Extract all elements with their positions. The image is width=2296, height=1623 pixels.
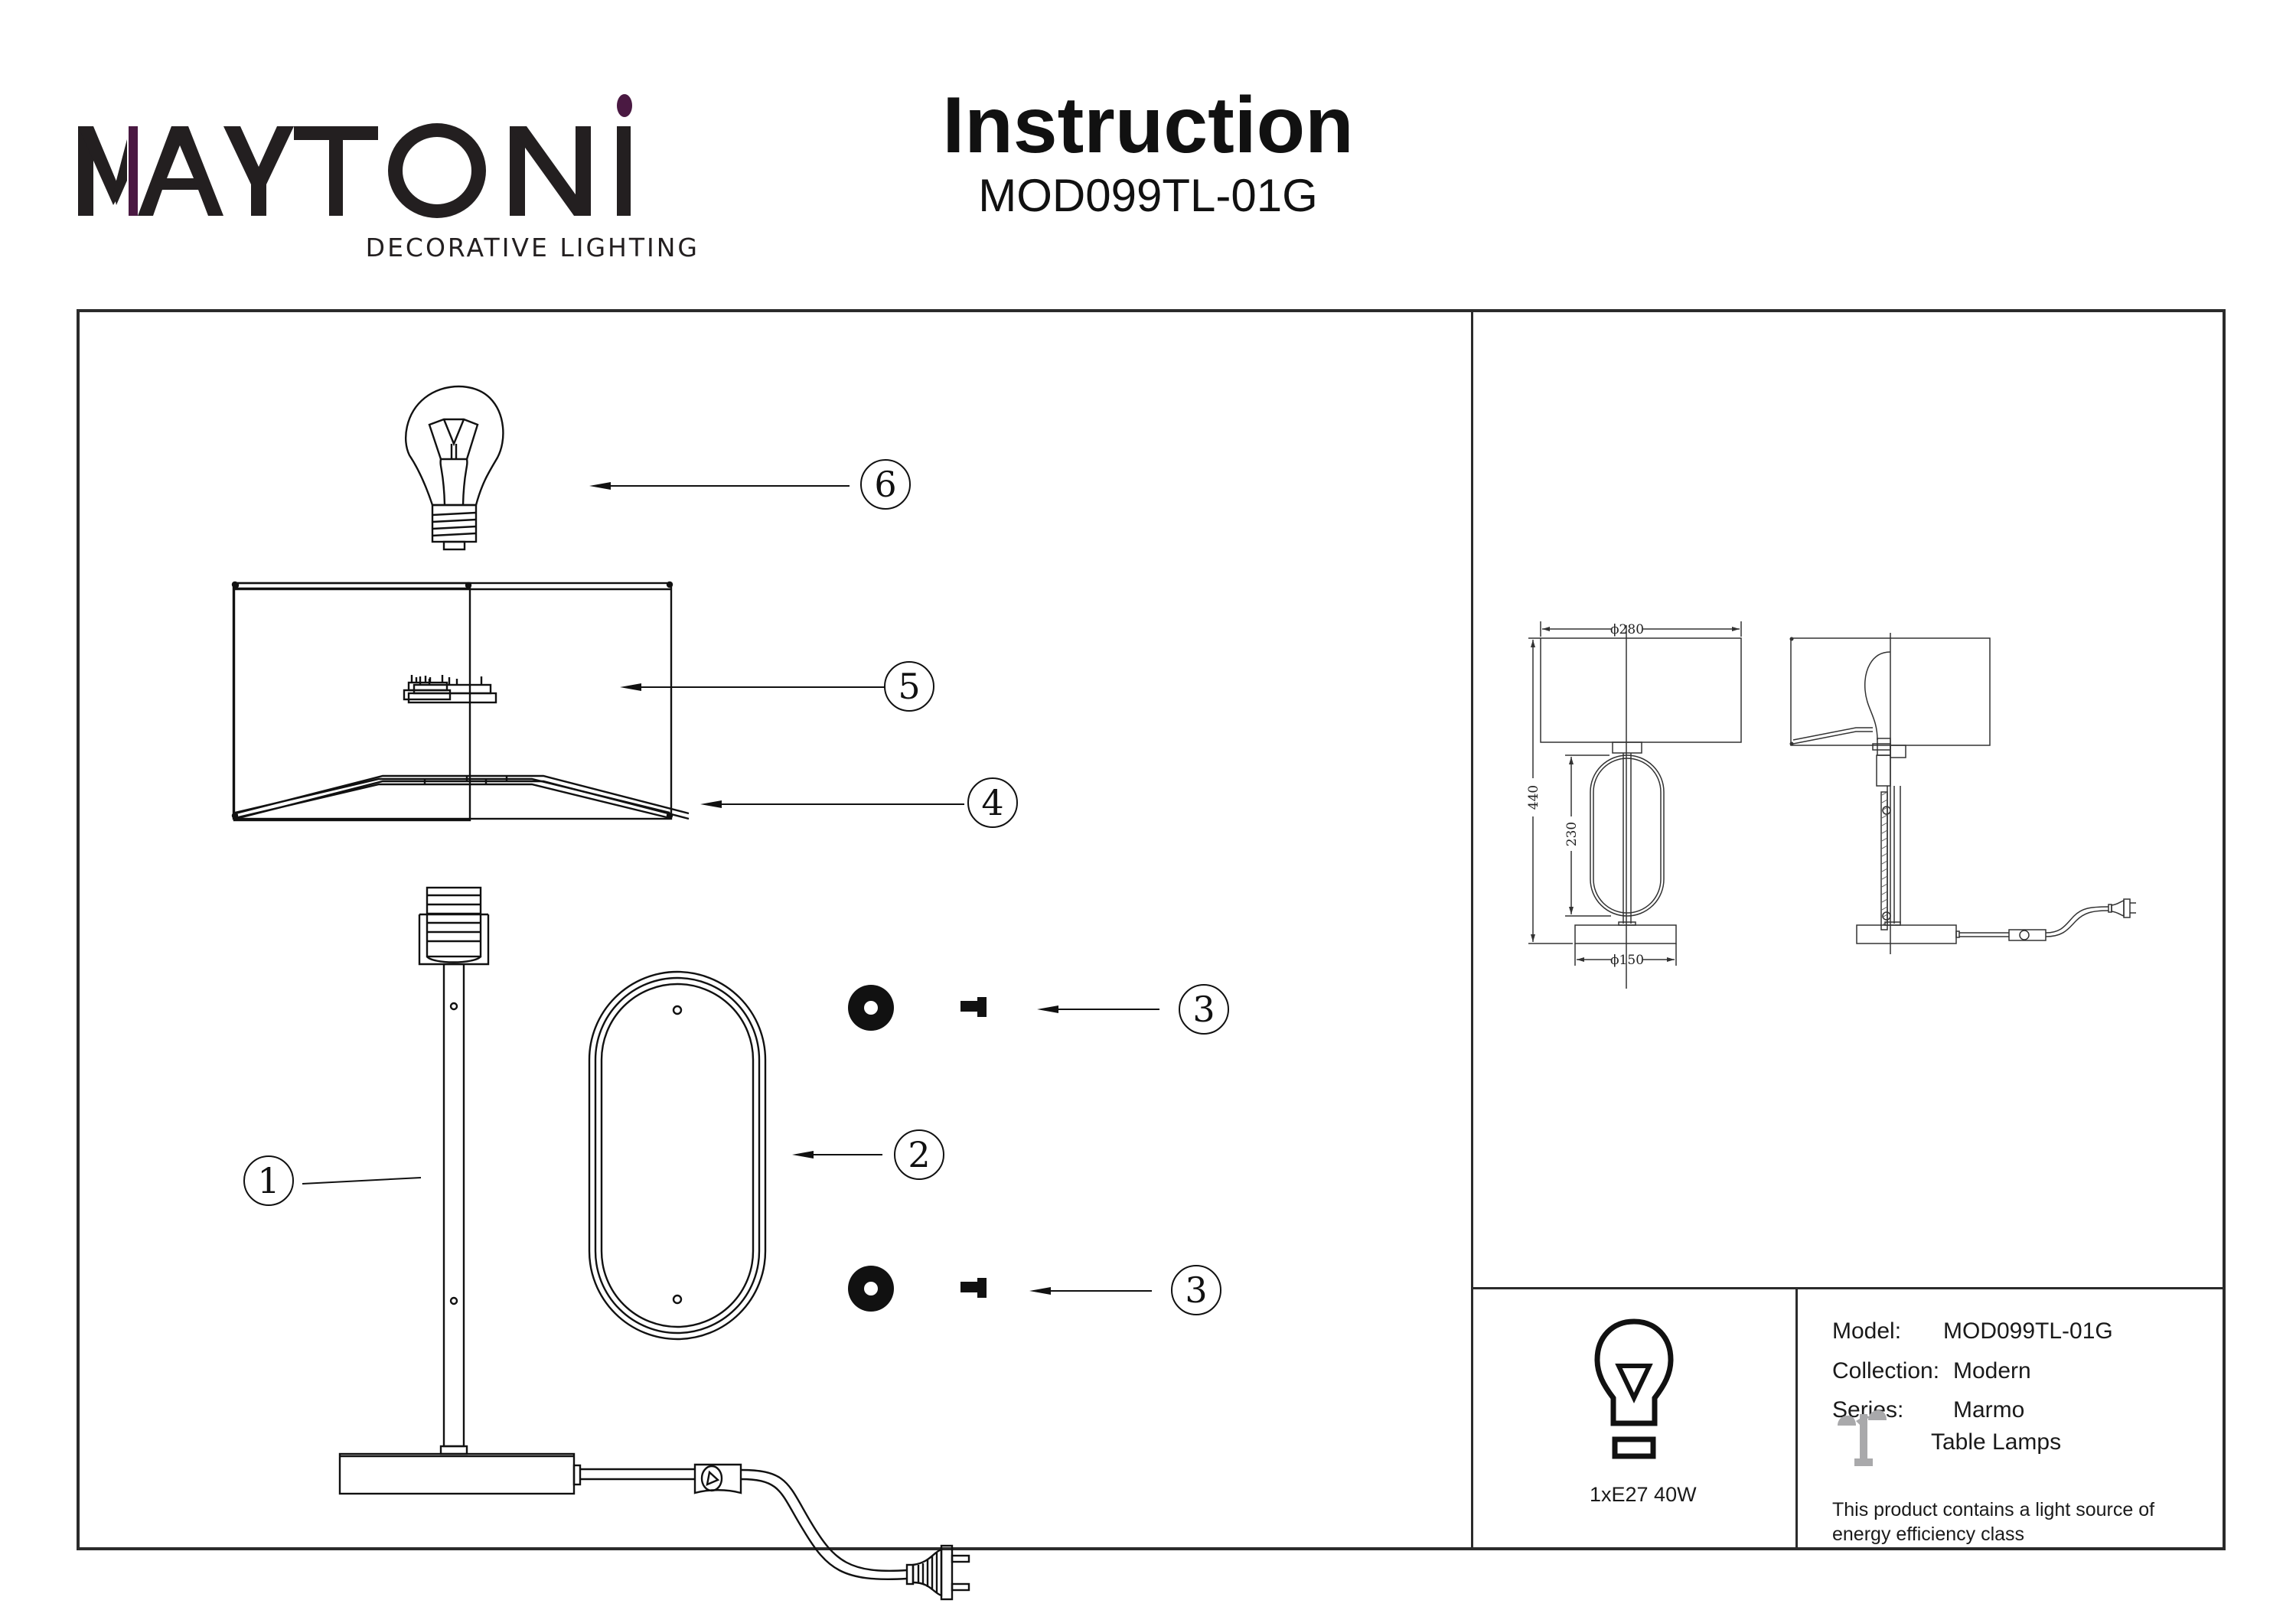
model-label: Model: <box>1832 1318 1902 1344</box>
dimension-drawing: ϕ280 ϕ150 440 230 <box>1526 621 2136 989</box>
collection-value: Modern <box>1953 1358 2031 1383</box>
washer-screw-top-icon <box>848 985 987 1031</box>
collection-label: Collection: <box>1832 1358 1940 1383</box>
model-value: MOD099TL-01G <box>1943 1318 2113 1344</box>
oval-frame-part-icon <box>588 970 767 1341</box>
brand-logo: DECORATIVE LIGHTING <box>73 90 709 266</box>
bulb-spec-text: 1xE27 40W <box>1590 1483 1697 1506</box>
bulb-spec-panel: 1xE27 40W <box>1473 1289 1795 1550</box>
callout-3-bottom: 3 <box>1171 1265 1221 1315</box>
callout-1: 1 <box>243 1155 294 1206</box>
category-value: Table Lamps <box>1931 1429 2062 1455</box>
lamp-body-part-icon <box>338 886 970 1601</box>
callout-4: 4 <box>967 777 1018 828</box>
leader-line-1-icon <box>302 1177 422 1185</box>
series-value: Marmo <box>1953 1397 2025 1423</box>
total-height-label: 440 <box>1526 785 1541 810</box>
arrow-4-icon <box>700 800 964 808</box>
arrow-5-icon <box>620 683 892 691</box>
instruction-frame <box>77 309 2226 1550</box>
callout-5: 5 <box>884 661 934 712</box>
base-diameter-label: ϕ150 <box>1610 953 1644 968</box>
energy-efficiency-note: This product contains a light source of … <box>1832 1499 2155 1545</box>
light-bulb-part-icon <box>404 385 504 551</box>
spec-divider-vertical <box>1795 1287 1798 1550</box>
washer-screw-bottom-icon <box>848 1266 987 1312</box>
assembly-diagram: 6 <box>231 385 1229 1601</box>
panel-divider-vertical <box>1471 309 1473 1550</box>
light-bulb-icon <box>1594 1318 1674 1459</box>
shade-outline-icon <box>231 581 673 820</box>
callout-3-top: 3 <box>1179 984 1229 1035</box>
shade-diameter-label: ϕ280 <box>1610 622 1644 637</box>
arrow-3-top-icon <box>1037 1005 1159 1013</box>
brand-tagline: DECORATIVE LIGHTING <box>365 233 700 262</box>
frame-height-label: 230 <box>1564 822 1580 846</box>
model-code-heading: MOD099TL-01G <box>978 170 1318 221</box>
arrow-6-icon <box>589 482 850 490</box>
callout-2: 2 <box>894 1129 944 1180</box>
product-spec-panel: Model: MOD099TL-01G Collection: Modern S… <box>1798 1289 2225 1550</box>
arrow-2-icon <box>792 1151 882 1159</box>
maytoni-logo-icon <box>78 94 632 218</box>
page-title: Instruction <box>942 81 1354 170</box>
callout-6: 6 <box>860 459 911 510</box>
table-lamp-icon <box>1838 1410 1887 1466</box>
dimension-panel: ϕ280 ϕ150 440 230 <box>1473 311 2223 1285</box>
panel-divider-horizontal <box>1471 1287 2226 1289</box>
arrow-3-bottom-icon <box>1029 1287 1152 1295</box>
